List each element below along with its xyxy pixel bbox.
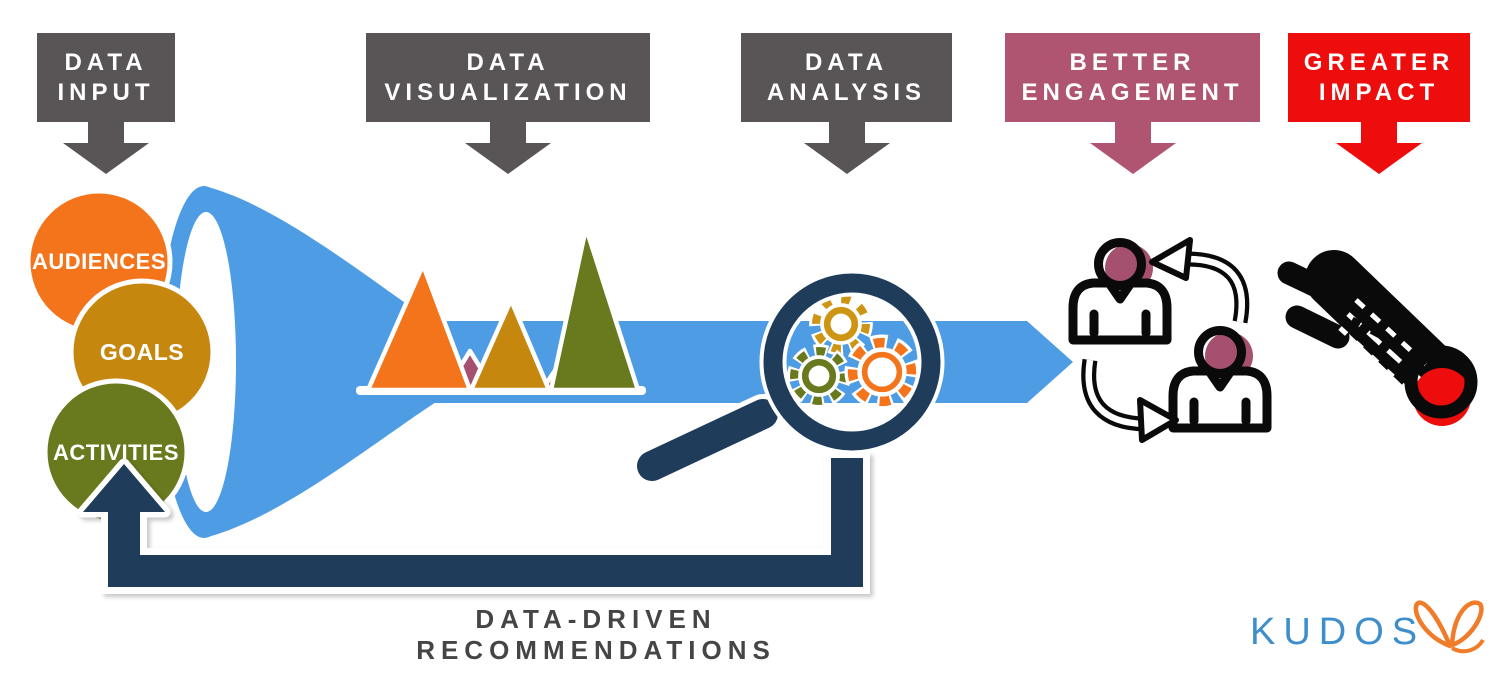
magnifier-icon [632, 269, 945, 486]
stage-data-input: DATA INPUT [37, 33, 175, 174]
stage-data-analysis: DATA ANALYSIS [741, 33, 952, 174]
orange-triangle [365, 262, 473, 393]
gear-icon-gold [809, 292, 873, 356]
gear-icon-olive [787, 344, 851, 408]
person-icon [1068, 238, 1172, 345]
stage-label-line1: DATA [64, 48, 148, 76]
activities-label: ACTIVITIES [52, 440, 179, 465]
stage-label-line1: DATA [466, 48, 550, 76]
down-arrow-icon [1114, 122, 1151, 143]
cycle-arrow-top [1149, 237, 1250, 324]
stage-label-line2: IMPACT [1318, 78, 1440, 106]
stage-greater-impact: GREATER IMPACT [1288, 33, 1470, 174]
mountain-triangles-icon [356, 225, 646, 395]
stage-label-line2: ENGAGEMENT [1021, 78, 1244, 106]
cycle-arrow-bottom [1081, 358, 1179, 443]
olive-triangle [548, 225, 641, 393]
goals-label: GOALS [99, 339, 185, 365]
feedback-loop-arrow [77, 452, 870, 594]
gear-icon-orange [844, 334, 920, 410]
audiences-label: AUDIENCES [31, 249, 167, 274]
down-arrow-icon [88, 122, 124, 143]
people-exchange-icon [1068, 237, 1272, 443]
butterfly-icon [1413, 600, 1485, 654]
input-circles [25, 188, 216, 526]
kudos-logo-text: KUDOS [1250, 611, 1426, 653]
stage-label-line1: GREATER [1303, 48, 1455, 76]
stage-label-line2: VISUALIZATION [384, 78, 632, 106]
down-arrow-icon [1361, 122, 1397, 143]
down-arrow-icon [828, 122, 865, 143]
down-arrow-icon [490, 122, 526, 143]
stage-label-line1: BETTER [1069, 48, 1196, 76]
gold-triangle [468, 297, 552, 393]
stage-label-line1: DATA [804, 48, 889, 76]
stage-better-engagement: BETTER ENGAGEMENT [1005, 33, 1260, 174]
stage-label-line2: ANALYSIS [766, 78, 927, 106]
person-icon [1168, 326, 1272, 433]
stage-data-visualization: DATA VISUALIZATION [366, 33, 650, 174]
magnifier-ring [763, 273, 941, 451]
stage-label-line2: INPUT [57, 78, 155, 106]
comet-icon [1277, 250, 1478, 426]
magnifier-handle [637, 399, 778, 481]
data-driven-recommendations-label: DATA-DRIVEN RECOMMENDATIONS [416, 604, 776, 665]
